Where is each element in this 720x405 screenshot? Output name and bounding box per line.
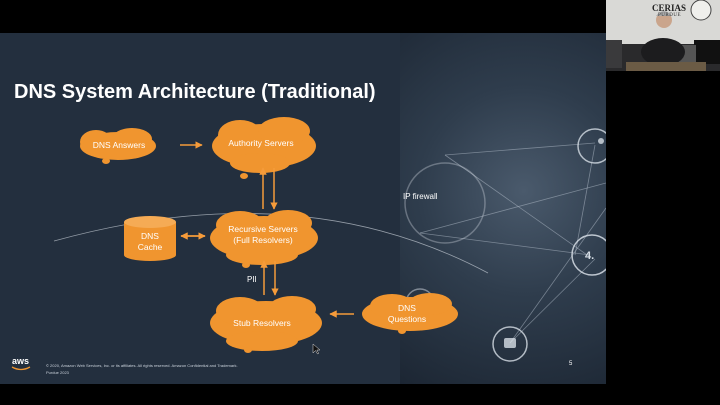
cloud-dns-questions — [362, 293, 458, 334]
network-node-label: 4. — [585, 250, 594, 262]
presenter-webcam: CERIAS PURDUE — [606, 0, 720, 71]
cloud-dns-answers — [80, 128, 156, 164]
label-recursive-servers: Recursive Servers (Full Resolvers) — [228, 224, 298, 245]
cloud-authority-servers — [212, 117, 316, 179]
cloud-stub-resolvers — [210, 296, 322, 353]
aws-logo: aws — [12, 356, 30, 366]
webcam-logo-subtext: PURDUE — [658, 13, 682, 18]
cloud-recursive-servers — [210, 210, 318, 268]
ip-firewall-label: IP firewall — [403, 192, 438, 201]
slide-page-number: 5 — [569, 361, 573, 367]
dns-cache-cylinder — [124, 216, 176, 261]
footer-copyright: © 2020, Amazon Web Services, Inc. or its… — [46, 363, 238, 368]
pii-label: PII — [247, 275, 257, 284]
mouse-cursor-icon — [312, 343, 321, 355]
webcam-logo: CERIAS — [652, 3, 687, 13]
footer-course: Purdue 2023 — [46, 370, 69, 375]
network-node-icons — [504, 138, 604, 348]
architecture-diagram: 4. — [11, 117, 606, 371]
label-dns-answers: DNS Answers — [92, 139, 146, 150]
slide-title: DNS System Architecture (Traditional) — [14, 81, 376, 103]
network-graph-lines — [419, 142, 606, 344]
presentation-slide: 4. — [0, 33, 606, 384]
label-authority-servers: Authority Servers — [228, 137, 294, 148]
label-dns-questions: DNS Questions — [387, 303, 427, 324]
aws-logo-smile — [11, 366, 31, 371]
label-stub-resolvers: Stub Resolvers — [233, 317, 291, 328]
label-dns-cache: DNS Cache — [137, 231, 163, 252]
webcam-scene — [606, 0, 720, 71]
